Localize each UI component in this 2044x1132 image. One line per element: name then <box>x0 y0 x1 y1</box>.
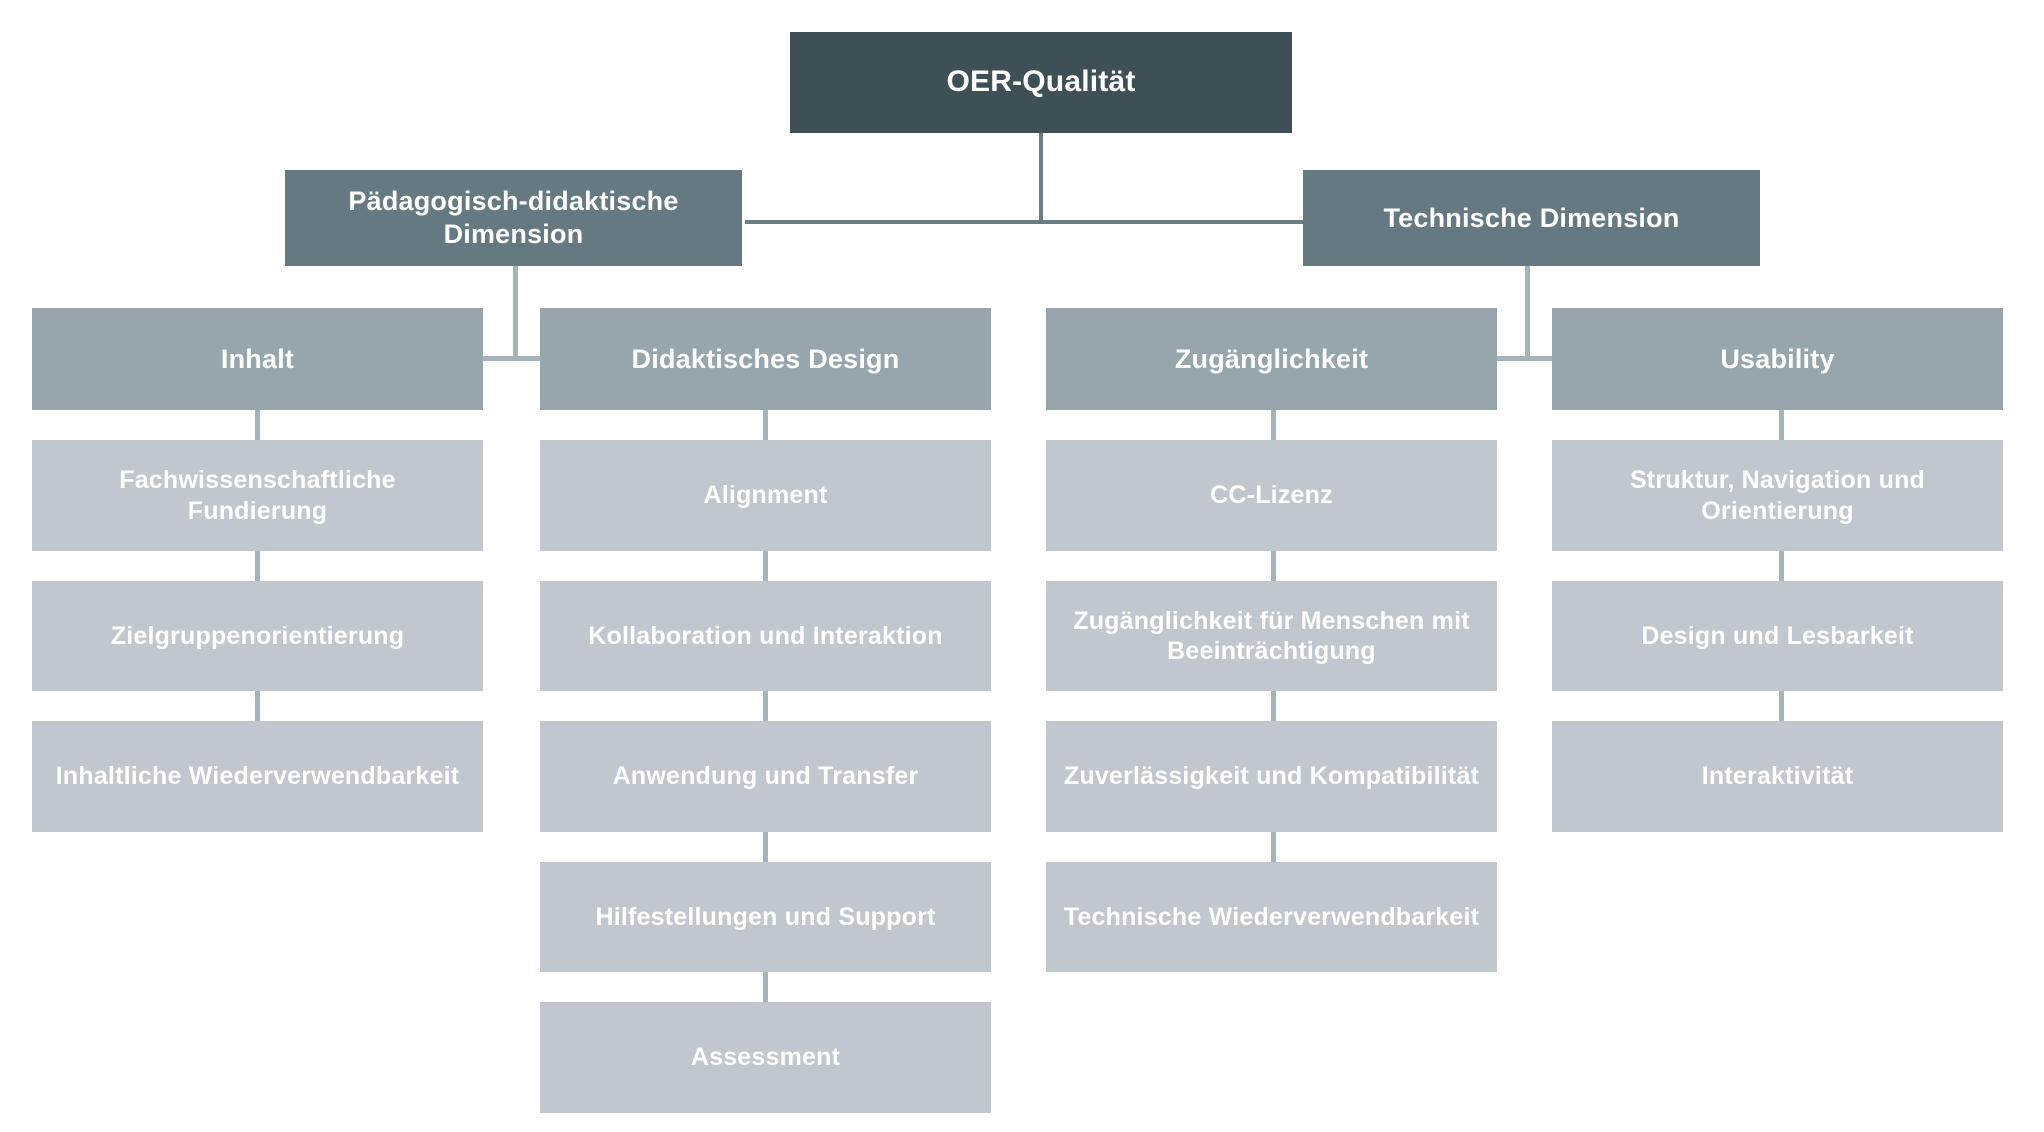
node-label: CC-Lizenz <box>1210 481 1333 510</box>
connector-col1-3 <box>255 691 260 721</box>
node-design-und-lesbarkeit[interactable]: Design und Lesbarkeit <box>1552 581 2003 691</box>
node-usability[interactable]: Usability <box>1552 308 2003 410</box>
connector-col2-5 <box>763 972 768 1002</box>
connector-col1-1 <box>255 410 260 440</box>
node-zugaenglichkeit[interactable]: Zugänglichkeit <box>1046 308 1497 410</box>
node-hilfestellungen-und-support[interactable]: Hilfestellungen und Support <box>540 862 991 972</box>
node-label: Kollaboration und Interaktion <box>588 621 943 650</box>
connector-col3-2 <box>1271 551 1276 581</box>
node-zuverlaessigkeit-und-kompatibilitaet[interactable]: Zuverlässigkeit und Kompatibilität <box>1046 721 1497 832</box>
node-zielgruppenorientierung[interactable]: Zielgruppenorientierung <box>32 581 483 691</box>
connector-paed-stem <box>513 266 518 358</box>
node-label: Interaktivität <box>1701 762 1854 791</box>
node-label: Zugänglichkeit <box>1174 343 1369 374</box>
node-fachwissenschaftliche-fundierung[interactable]: Fachwissenschaftliche Fundierung <box>32 440 483 551</box>
node-label: Pädagogisch-didaktische Dimension <box>348 186 679 249</box>
node-label: Usability <box>1720 343 1835 374</box>
node-label: Inhalt <box>220 343 295 374</box>
node-label: Alignment <box>703 481 828 510</box>
connector-col4-1 <box>1779 410 1784 440</box>
connector-root-stem <box>1039 133 1043 223</box>
connector-paed-children-bar <box>255 356 771 361</box>
node-struktur-navigation-und-orientierung[interactable]: Struktur, Navigation und Orientierung <box>1552 440 2003 551</box>
node-interaktivitaet[interactable]: Interaktivität <box>1552 721 2003 832</box>
connector-tech-stem <box>1525 266 1530 358</box>
node-didaktisches-design[interactable]: Didaktisches Design <box>540 308 991 410</box>
node-label: Anwendung und Transfer <box>612 762 919 791</box>
node-label: Technische Dimension <box>1383 202 1680 233</box>
node-label: Design und Lesbarkeit <box>1641 621 1914 650</box>
node-oer-qualitaet[interactable]: OER-Qualität <box>790 32 1292 133</box>
connector-col2-3 <box>763 691 768 721</box>
node-technische-dimension[interactable]: Technische Dimension <box>1303 170 1760 266</box>
node-cc-lizenz[interactable]: CC-Lizenz <box>1046 440 1497 551</box>
node-inhalt[interactable]: Inhalt <box>32 308 483 410</box>
node-technische-wiederverwendbarkeit[interactable]: Technische Wiederverwendbarkeit <box>1046 862 1497 972</box>
node-label: Didaktisches Design <box>631 343 900 374</box>
connector-dimension-bar <box>745 220 1339 224</box>
node-alignment[interactable]: Alignment <box>540 440 991 551</box>
connector-col2-1 <box>763 410 768 440</box>
connector-col1-2 <box>255 551 260 581</box>
node-label: Fachwissenschaftliche Fundierung <box>119 466 396 525</box>
node-paedagogisch-didaktische-dimension[interactable]: Pädagogisch-didaktische Dimension <box>285 170 742 266</box>
node-label: Assessment <box>690 1043 841 1072</box>
node-label: Zielgruppenorientierung <box>110 621 405 650</box>
connector-col2-2 <box>763 551 768 581</box>
connector-col3-1 <box>1271 410 1276 440</box>
node-label: Inhaltliche Wiederverwendbarkeit <box>55 762 460 791</box>
connector-col4-2 <box>1779 551 1784 581</box>
node-label: Hilfestellungen und Support <box>595 902 936 931</box>
node-anwendung-und-transfer[interactable]: Anwendung und Transfer <box>540 721 991 832</box>
node-assessment[interactable]: Assessment <box>540 1002 991 1113</box>
connector-col3-3 <box>1271 691 1276 721</box>
connector-col2-4 <box>763 832 768 862</box>
node-label: OER-Qualität <box>946 65 1136 99</box>
node-inhaltliche-wiederverwendbarkeit[interactable]: Inhaltliche Wiederverwendbarkeit <box>32 721 483 832</box>
node-label: Zugänglichkeit für Menschen mit Beeinträ… <box>1073 606 1470 666</box>
node-kollaboration-und-interaktion[interactable]: Kollaboration und Interaktion <box>540 581 991 691</box>
node-label: Zuverlässigkeit und Kompatibilität <box>1063 762 1480 791</box>
node-label: Struktur, Navigation und Orientierung <box>1629 466 1926 525</box>
node-label: Technische Wiederverwendbarkeit <box>1063 902 1480 931</box>
node-zugaenglichkeit-fuer-menschen-mit-beeintraechtigung[interactable]: Zugänglichkeit für Menschen mit Beeinträ… <box>1046 581 1497 691</box>
connector-tech-children-bar <box>1267 356 1783 361</box>
connector-col3-4 <box>1271 832 1276 862</box>
connector-col4-3 <box>1779 691 1784 721</box>
